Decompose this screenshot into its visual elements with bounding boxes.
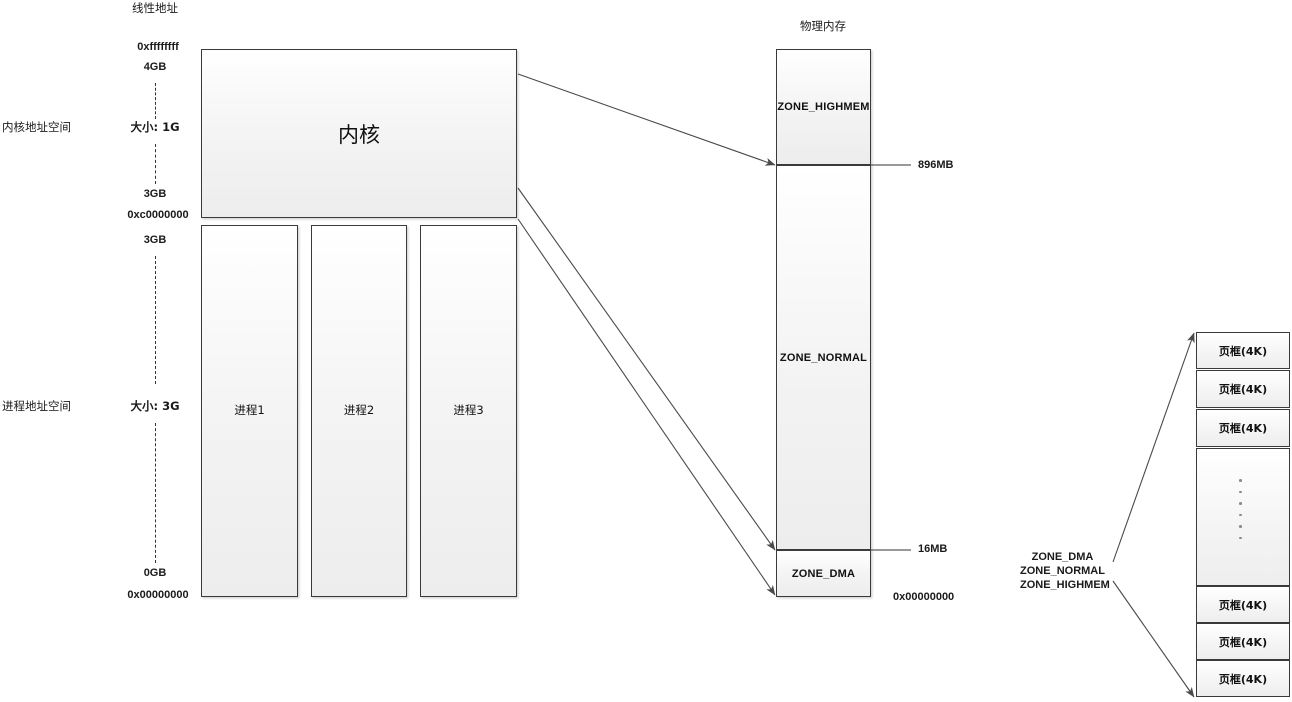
kernel-top-hex-label: 0xffffffff — [137, 41, 179, 53]
arrow-zones-to-frames-bottom — [1112, 580, 1195, 698]
page-frame-2[interactable]: 页框(4K) — [1196, 370, 1290, 408]
vertical-ellipsis-icon — [1239, 479, 1242, 539]
page-frame-5[interactable]: 页框(4K) — [1196, 623, 1290, 660]
kernel-box-label: 内核 — [338, 122, 380, 147]
arrow-kernel-to-highmem — [517, 73, 776, 166]
marker-896mb-label: 896MB — [918, 159, 954, 171]
process-box-1[interactable]: 进程1 — [201, 225, 298, 597]
zone-list-line-3: ZONE_HIGHMEM — [1020, 579, 1110, 591]
process-box-2[interactable]: 进程2 — [311, 225, 407, 597]
page-frame-5-label: 页框(4K) — [1218, 635, 1268, 649]
process-size-label: 大小: 3G — [130, 399, 180, 413]
kernel-ruler-dash-upper — [155, 83, 156, 119]
arrow-kernel-to-dma — [517, 218, 776, 596]
zone-list-line-2: ZONE_NORMAL — [1020, 565, 1105, 577]
zone-highmem-box[interactable]: ZONE_HIGHMEM — [776, 49, 871, 165]
process-top-size-label: 3GB — [143, 234, 167, 246]
process-ruler-dash-upper — [155, 256, 156, 384]
marker-16mb-label: 16MB — [918, 543, 948, 555]
arrow-zones-to-frames-top — [1112, 332, 1195, 563]
zone-highmem-label: ZONE_HIGHMEM — [777, 101, 870, 113]
zone-list-line-1: ZONE_DMA — [1031, 551, 1094, 563]
process-box-1-label: 进程1 — [234, 403, 265, 417]
kernel-size-label: 大小: 1G — [130, 120, 180, 134]
zone-dma-box[interactable]: ZONE_DMA — [776, 550, 871, 597]
kernel-address-space-label: 内核地址空间 — [2, 120, 71, 134]
page-frame-4-label: 页框(4K) — [1218, 598, 1268, 612]
kernel-ruler-dash-lower — [155, 144, 156, 184]
linear-address-header: 线性地址 — [132, 1, 178, 15]
process-bottom-size-label: 0GB — [143, 567, 167, 579]
kernel-bottom-hex-label: 0xc0000000 — [127, 209, 189, 221]
process-box-2-label: 进程2 — [343, 403, 375, 417]
page-frame-1[interactable]: 页框(4K) — [1196, 332, 1290, 369]
page-frame-ellipsis-box[interactable] — [1196, 448, 1290, 586]
zone-list: ZONE_DMA ZONE_NORMAL ZONE_HIGHMEM — [1020, 550, 1110, 592]
process-box-3-label: 进程3 — [453, 403, 484, 417]
zone-dma-label: ZONE_DMA — [791, 567, 856, 580]
zone-normal-box[interactable]: ZONE_NORMAL — [776, 165, 871, 550]
arrow-kernel-to-normal — [517, 187, 776, 551]
kernel-bottom-size-label: 3GB — [143, 188, 167, 200]
page-frame-1-label: 页框(4K) — [1218, 344, 1268, 358]
page-frame-6[interactable]: 页框(4K) — [1196, 660, 1290, 697]
page-frame-2-label: 页框(4K) — [1218, 383, 1268, 396]
kernel-box[interactable]: 内核 — [201, 49, 517, 218]
page-frame-6-label: 页框(4K) — [1218, 672, 1268, 686]
zone-normal-label: ZONE_NORMAL — [779, 351, 868, 364]
page-frame-3[interactable]: 页框(4K) — [1196, 409, 1290, 447]
page-frame-3-label: 页框(4K) — [1218, 422, 1268, 435]
process-ruler-dash-lower — [155, 423, 156, 563]
marker-physical-base-hex-label: 0x00000000 — [893, 591, 955, 603]
kernel-top-size-label: 4GB — [143, 61, 167, 73]
page-frame-4[interactable]: 页框(4K) — [1196, 586, 1290, 623]
physical-memory-header: 物理内存 — [800, 19, 846, 33]
process-address-space-label: 进程地址空间 — [2, 399, 71, 413]
process-box-3[interactable]: 进程3 — [420, 225, 517, 597]
process-bottom-hex-label: 0x00000000 — [127, 589, 189, 601]
